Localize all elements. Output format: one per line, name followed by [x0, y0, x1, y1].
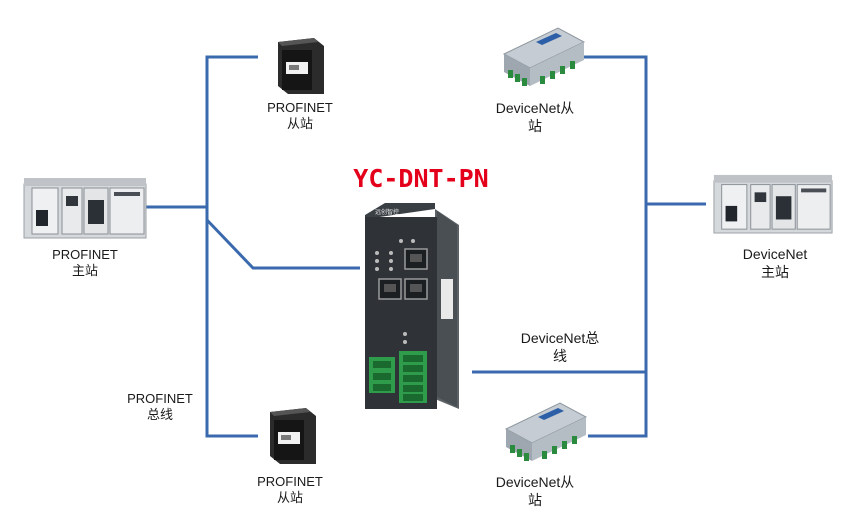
devicenet-slave-top-icon — [502, 27, 586, 86]
gateway-brand-text: 远创智控 — [375, 208, 399, 216]
devicenet-slave-top-label: DeviceNet从 站 — [495, 100, 575, 134]
profinet-wire-gateway — [205, 218, 360, 270]
devicenet-master-label: DeviceNet 主站 — [742, 246, 808, 280]
gateway-device-icon: 远创智控 — [365, 203, 459, 409]
profinet-master-label: PROFINET 主站 — [52, 247, 118, 279]
devicenet-wire-trunk — [583, 55, 648, 438]
profinet-bus-label: PROFINET 总线 — [127, 391, 193, 423]
profinet-slave-bottom-label: PROFINET 从站 — [257, 474, 323, 506]
devicenet-slave-bottom-icon — [504, 402, 588, 461]
devicenet-master-plc-icon — [713, 174, 833, 234]
profinet-slave-bottom-icon — [270, 408, 316, 464]
devicenet-slave-bottom-label: DeviceNet从 站 — [495, 474, 575, 508]
gateway-model-title: YC-DNT-PN — [353, 164, 489, 193]
profinet-slave-top-label: PROFINET 从站 — [267, 100, 333, 132]
devicenet-bus-label: DeviceNet总 线 — [520, 330, 600, 364]
profinet-slave-top-icon — [278, 38, 324, 94]
profinet-wire-trunk — [205, 55, 258, 438]
profinet-master-plc-icon — [23, 178, 147, 239]
